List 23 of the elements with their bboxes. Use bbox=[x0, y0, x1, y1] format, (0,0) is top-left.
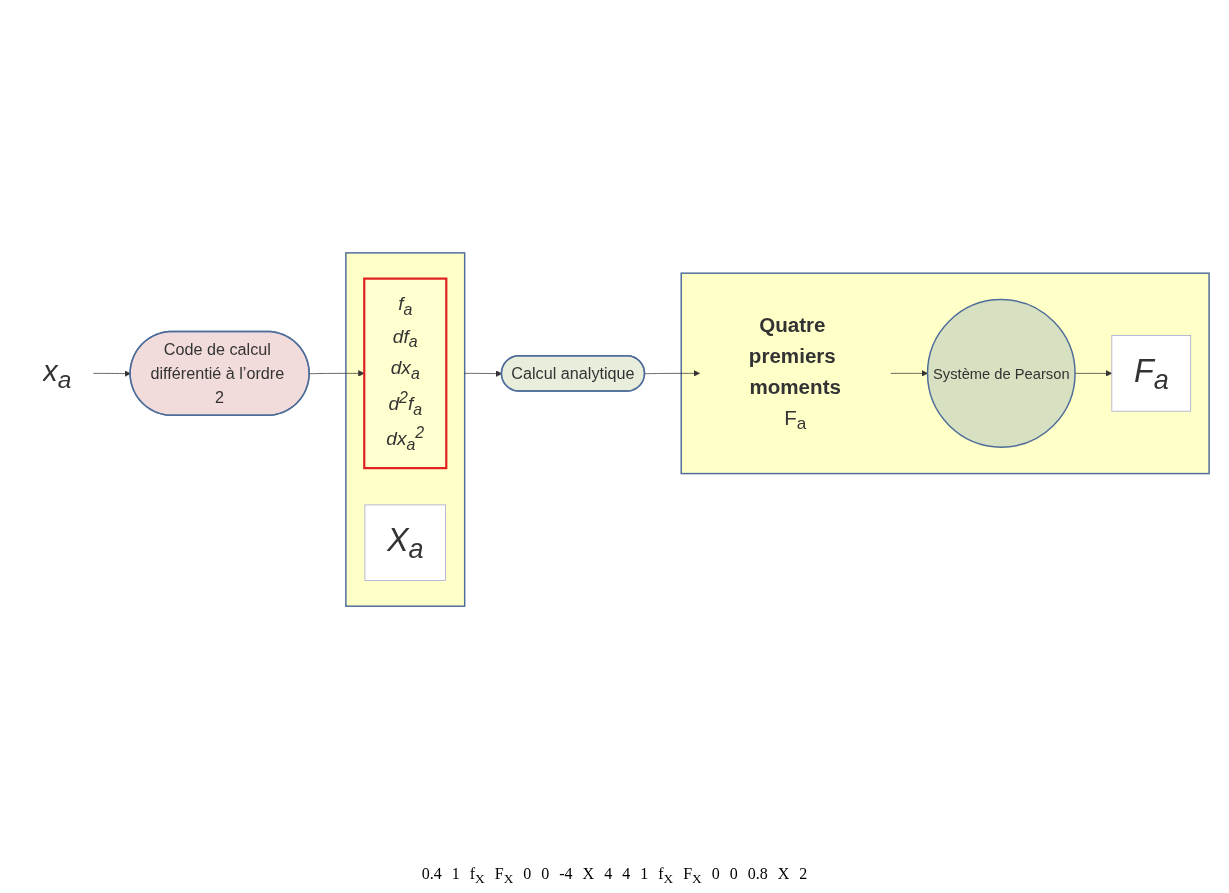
axis-tick-label: 1 bbox=[640, 864, 649, 884]
axis-tick-label: 4 bbox=[622, 864, 631, 884]
axis-tick-label: X bbox=[777, 864, 790, 884]
axis-tick-label: 0 bbox=[729, 864, 738, 884]
axis-tick-label: F$_{X}$ bbox=[683, 864, 702, 887]
axis-tick-label: f$_{X}$ bbox=[469, 864, 485, 887]
axis-tick-label: 0 bbox=[711, 864, 720, 884]
cluster bbox=[680, 272, 1210, 475]
axis-tick-label: 4 bbox=[604, 864, 613, 884]
axis-tick-label: X bbox=[582, 864, 595, 884]
axis-tick-label: 0.8 bbox=[747, 864, 768, 884]
cluster bbox=[344, 252, 465, 607]
axis-tick-label: 0.4 bbox=[421, 864, 442, 884]
axis-tick-label: F$_{X}$ bbox=[494, 864, 514, 887]
axis-tick-label: f$_{X}$ bbox=[658, 864, 674, 887]
axis-tick-label: 2 bbox=[799, 864, 808, 884]
node-circle: Système de Pearson bbox=[926, 298, 1076, 448]
axis-tick-label: -4 bbox=[559, 864, 573, 884]
axis-tick-label: 1 bbox=[451, 864, 460, 884]
node-box: F$_{a}$ bbox=[1110, 335, 1191, 412]
axis-tick-label: 0 bbox=[523, 864, 532, 884]
axis-tick-label: 0 bbox=[541, 864, 550, 884]
node-text: Quatre premiers moments F$_{a}$ bbox=[748, 313, 841, 434]
